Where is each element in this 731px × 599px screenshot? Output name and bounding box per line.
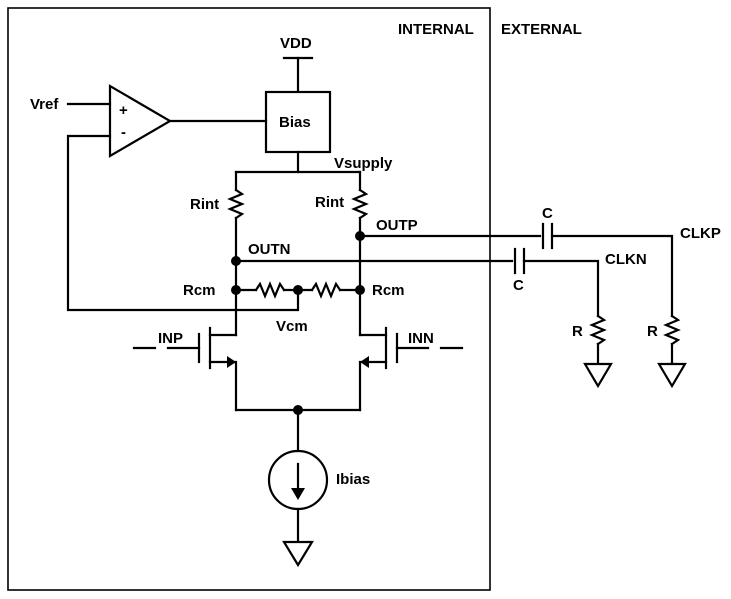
r-left-resistor <box>589 314 607 346</box>
rcm-left-resistor <box>254 281 286 299</box>
internal-label: INTERNAL <box>398 21 474 38</box>
opamp-triangle <box>108 84 173 158</box>
inn-label: INN <box>408 330 434 347</box>
feedback-wire <box>66 134 300 312</box>
rint-right-resistor <box>351 188 369 220</box>
r-right-resistor <box>663 314 681 346</box>
mos-left-arrow <box>227 356 236 368</box>
rcm-left-label: Rcm <box>183 282 216 299</box>
c-top-label: C <box>542 205 553 222</box>
inp-label: INP <box>158 330 183 347</box>
mos-right-source <box>358 360 388 412</box>
clkp-wire <box>550 234 674 318</box>
internal-boundary <box>7 7 491 591</box>
mos-left-source <box>208 360 238 412</box>
clkp-label: CLKP <box>680 225 721 242</box>
bias-label: Bias <box>279 114 311 131</box>
ground-right <box>657 362 687 389</box>
vcm-label: Vcm <box>276 318 308 335</box>
vdd-label: VDD <box>280 35 312 52</box>
opamp-plus: + <box>119 102 128 119</box>
ground-left <box>583 362 613 389</box>
rint-right-label: Rint <box>315 194 344 211</box>
clkn-label: CLKN <box>605 251 647 268</box>
c-bottom-label: C <box>513 277 524 294</box>
outp-label: OUTP <box>376 217 418 234</box>
vsupply-label: Vsupply <box>334 155 393 172</box>
r-right-label: R <box>647 323 658 340</box>
ibias-label: Ibias <box>336 471 370 488</box>
opamp-minus: - <box>121 124 126 141</box>
rcm-right-resistor <box>310 281 342 299</box>
ibias-arrow-head <box>291 488 305 500</box>
rint-left-label: Rint <box>190 196 219 213</box>
rint-left-resistor <box>227 188 245 220</box>
ground-internal <box>282 540 314 568</box>
outn-label: OUTN <box>248 241 291 258</box>
r-left-label: R <box>572 323 583 340</box>
mos-right-arrow <box>360 356 369 368</box>
external-label: EXTERNAL <box>501 21 582 38</box>
vref-label: Vref <box>30 96 59 113</box>
rcm-right-label: Rcm <box>372 282 405 299</box>
clkn-wire <box>522 259 600 318</box>
